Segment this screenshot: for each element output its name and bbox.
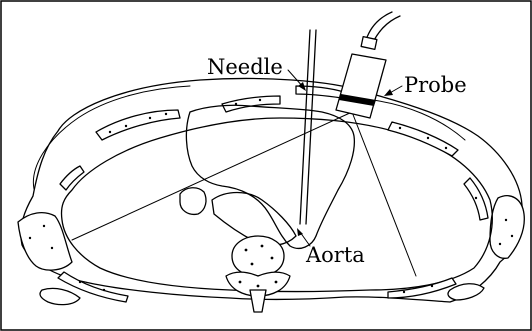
left-scapula [18,213,72,270]
skin-fold-left [33,86,190,189]
label-aorta: Aorta [305,243,365,267]
label-needle: Needle [207,55,283,79]
right-humerus-fragment [448,284,484,300]
right-scapula [490,196,524,259]
needle [300,30,316,224]
label-aorta-group: Aorta [297,228,365,267]
left-structure [180,188,206,215]
left-humerus-fragment [40,288,80,304]
label-probe-group: Probe [384,73,467,97]
label-probe: Probe [404,73,467,97]
heart-mass [186,105,354,248]
vertebra [226,236,290,312]
probe [336,12,400,118]
label-needle-group: Needle [207,55,306,91]
